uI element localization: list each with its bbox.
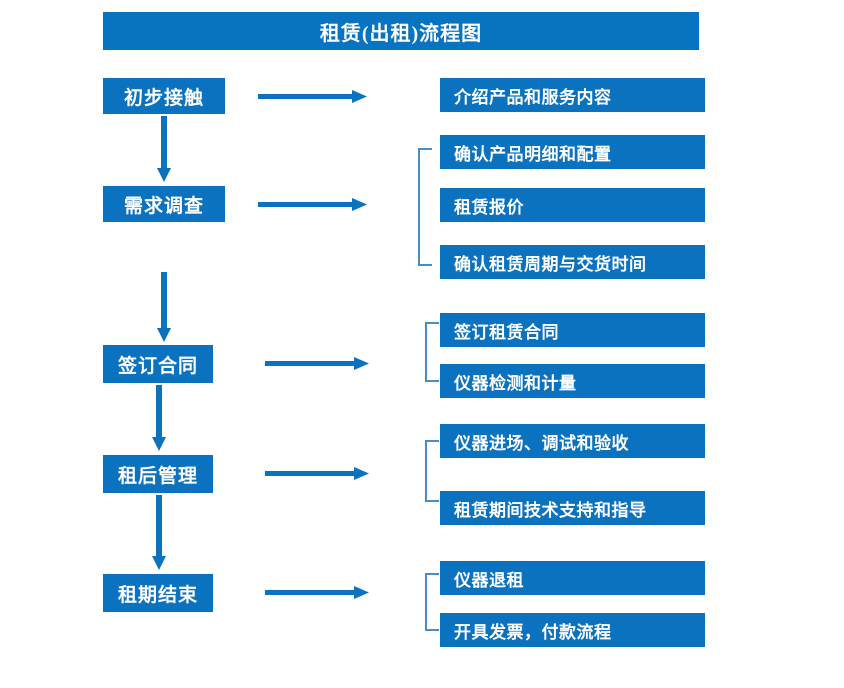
bracket-group-4 [425, 440, 439, 502]
detail-box-4[interactable]: 确认租赁周期与交货时间 [440, 245, 705, 279]
bracket-group-5 [425, 573, 439, 631]
detail-box-10[interactable]: 开具发票，付款流程 [440, 613, 705, 647]
bracket-group-2 [418, 148, 432, 266]
horizontal-arrow-3 [265, 357, 369, 370]
detail-box-1[interactable]: 介绍产品和服务内容 [440, 78, 705, 112]
page-title: 租赁(出租)流程图 [103, 12, 699, 50]
horizontal-arrow-4 [265, 467, 369, 480]
detail-box-2[interactable]: 确认产品明细和配置 [440, 135, 705, 169]
horizontal-arrow-2 [258, 198, 367, 211]
detail-box-5[interactable]: 签订租赁合同 [440, 313, 705, 347]
stage-box-3[interactable]: 签订合同 [103, 345, 213, 383]
detail-box-3[interactable]: 租赁报价 [440, 188, 705, 222]
stage-box-4[interactable]: 租后管理 [103, 455, 213, 493]
stage-box-2[interactable]: 需求调查 [103, 186, 225, 222]
vertical-arrow-1-to-2 [157, 116, 171, 182]
detail-box-9[interactable]: 仪器退租 [440, 561, 705, 595]
horizontal-arrow-5 [265, 586, 369, 599]
detail-box-8[interactable]: 租赁期间技术支持和指导 [440, 491, 705, 525]
vertical-arrow-4-to-5 [152, 495, 166, 570]
detail-box-6[interactable]: 仪器检测和计量 [440, 364, 705, 398]
vertical-arrow-3-to-4 [152, 385, 166, 451]
stage-box-5[interactable]: 租期结束 [103, 574, 213, 612]
stage-box-1[interactable]: 初步接触 [103, 78, 225, 114]
bracket-group-3 [425, 322, 439, 382]
detail-box-7[interactable]: 仪器进场、调试和验收 [440, 424, 705, 458]
vertical-arrow-2-to-3 [157, 272, 171, 342]
horizontal-arrow-1 [258, 90, 367, 103]
